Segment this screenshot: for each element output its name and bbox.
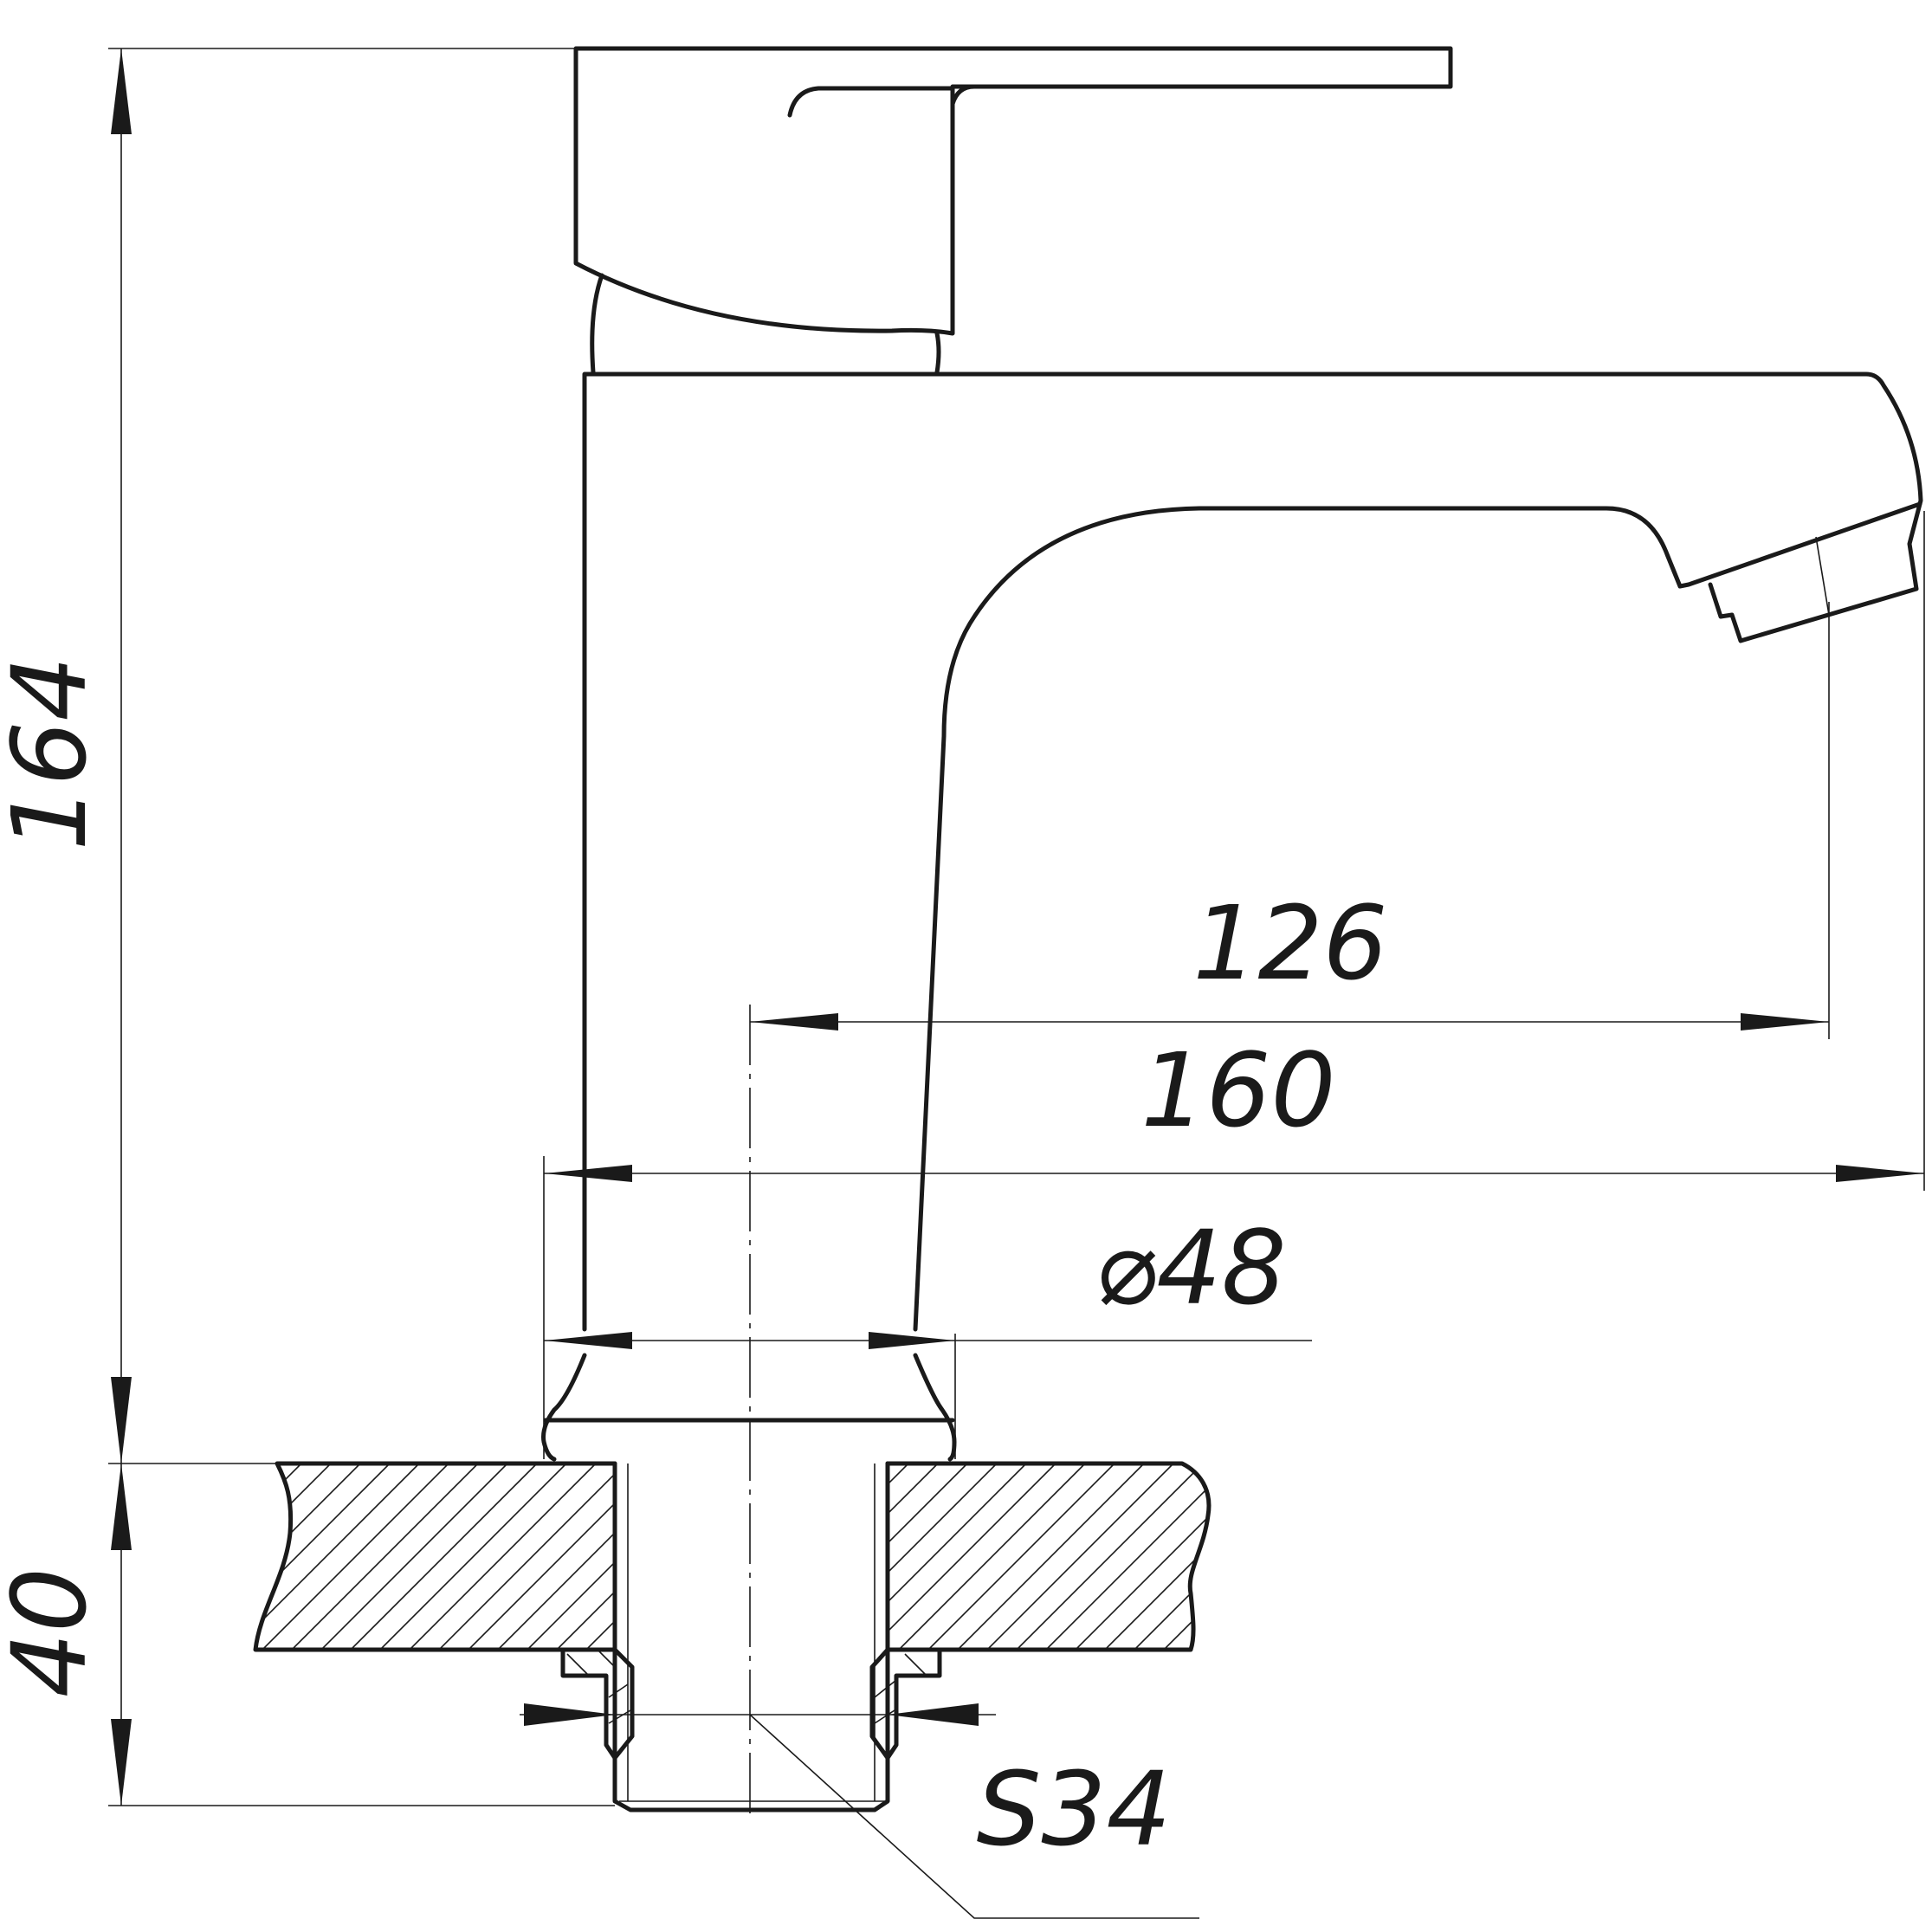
hatch-line [379,1464,567,1650]
dimension-lines [108,48,1925,1919]
hatch-line [888,1464,968,1650]
cartridge-neck [590,273,941,375]
section-hatching-right [693,1464,1409,1650]
hatch-line [888,1464,998,1650]
dim-overall-length: 160 [1140,1031,1335,1150]
hatch-line [888,1464,1056,1650]
hatch-line [645,1464,831,1650]
dim-overall-height: 164 [0,656,109,850]
hatch-line [438,1464,615,1650]
aerator [1708,501,1922,643]
hatch-line [255,1464,420,1650]
hatch-line [616,1464,802,1650]
hatch-line [350,1464,538,1650]
hatch-line [556,1464,615,1650]
leader-s34 [749,1714,1199,1919]
mounting-assembly [560,1461,942,1812]
lever-inner-curve [950,84,977,107]
hatch-line [1192,1464,1209,1650]
hatch-line [497,1464,615,1650]
hatch-line [888,1464,1027,1650]
dim-base-height: 40 [0,1567,109,1697]
hatch-line [888,1464,939,1650]
hatch-line [986,1464,1174,1650]
hatch-line [255,1464,391,1650]
hatch-line [957,1464,1145,1650]
hatch-line [1223,1464,1409,1650]
section-hatching-left [255,1464,831,1650]
hatch-line [1134,1464,1209,1650]
mounting-stud [612,1461,890,1812]
hatch-line [1016,1464,1204,1650]
hatch-line [927,1464,1115,1650]
countertop-right [885,1461,1212,1652]
hatch-line [255,1464,273,1650]
countertop-section [253,1461,1409,1652]
body-base-flare [541,1353,957,1462]
nut-left [560,1647,635,1761]
hatch-line [468,1464,615,1650]
dim-wrench-size: S34 [976,1749,1171,1869]
hatch-line [255,1464,332,1650]
dim-body-diameter: ⌀48 [1095,1208,1286,1328]
hatch-line [527,1464,615,1650]
lever-grip-line [787,86,955,118]
hatch-line [320,1464,508,1650]
faucet-outline [541,46,1923,1462]
hatch-line [409,1464,597,1650]
nut-right [869,1647,942,1761]
hatch-line [255,1464,361,1650]
hatch-line [693,1464,879,1650]
hatch-line [1163,1464,1209,1650]
hatch-line [1045,1464,1209,1650]
hatch-line [262,1464,449,1650]
spout-body [582,372,1923,1332]
countertop-left [253,1461,617,1652]
hatch-line [291,1464,479,1650]
hatch-line [255,1464,302,1650]
dim-spout-reach: 126 [1192,883,1387,1003]
hatch-line [898,1464,1086,1650]
lever-handle [573,46,1453,336]
hatch-line [1075,1464,1209,1650]
